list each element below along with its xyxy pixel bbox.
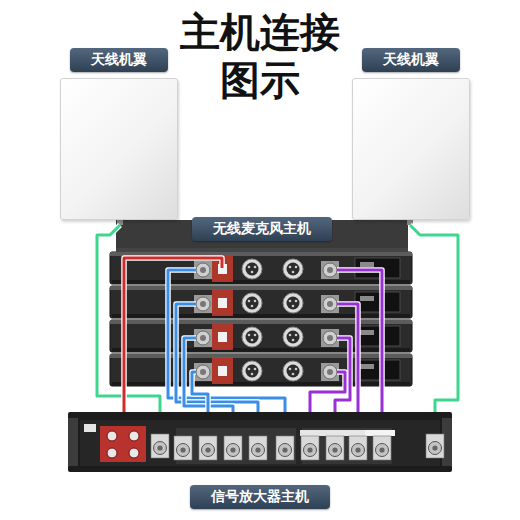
amplifier-unit: 信号放大器主机 [66, 412, 454, 510]
cable-line [97, 225, 160, 412]
cable-line [176, 304, 258, 412]
diagram-title: 主机连接 图示 [170, 8, 350, 104]
cable-outline [192, 372, 208, 412]
cable-line [410, 225, 458, 412]
cable [168, 270, 285, 412]
cable [97, 225, 160, 412]
cable-outline [184, 338, 233, 412]
cable-line [168, 270, 285, 412]
antenna-face [60, 78, 178, 220]
cable-outline [310, 372, 345, 412]
cable [192, 372, 208, 412]
cable [176, 304, 258, 412]
cable-line [192, 372, 208, 412]
antenna-panel: 天线机翼 [55, 45, 183, 225]
cable [337, 304, 358, 412]
cable-line [124, 258, 222, 412]
node-label: 天线机翼 [70, 48, 168, 72]
node-label: 无线麦克风主机 [192, 217, 332, 241]
cable-outline [337, 304, 358, 412]
cable [410, 225, 458, 412]
cable-line [337, 270, 382, 412]
receiver-stack: 无线麦克风主机 [108, 215, 415, 390]
cable-line [184, 338, 233, 412]
cable-outline [410, 225, 458, 412]
cable [124, 258, 222, 412]
antenna-face [352, 78, 470, 220]
cable [335, 338, 350, 412]
cable [337, 270, 382, 412]
cable-outline [337, 270, 382, 412]
cable-outline [335, 338, 350, 412]
cable [184, 338, 233, 412]
cable [310, 372, 345, 412]
cable-outline [176, 304, 258, 412]
cable-outline [124, 258, 222, 412]
cable-outline [168, 270, 285, 412]
cable-line [337, 304, 358, 412]
node-label: 天线机翼 [362, 48, 460, 72]
cable-line [310, 372, 345, 412]
cable-outline [97, 225, 160, 412]
node-label: 信号放大器主机 [190, 485, 330, 509]
cable-line [335, 338, 350, 412]
antenna-panel: 天线机翼 [347, 45, 475, 225]
